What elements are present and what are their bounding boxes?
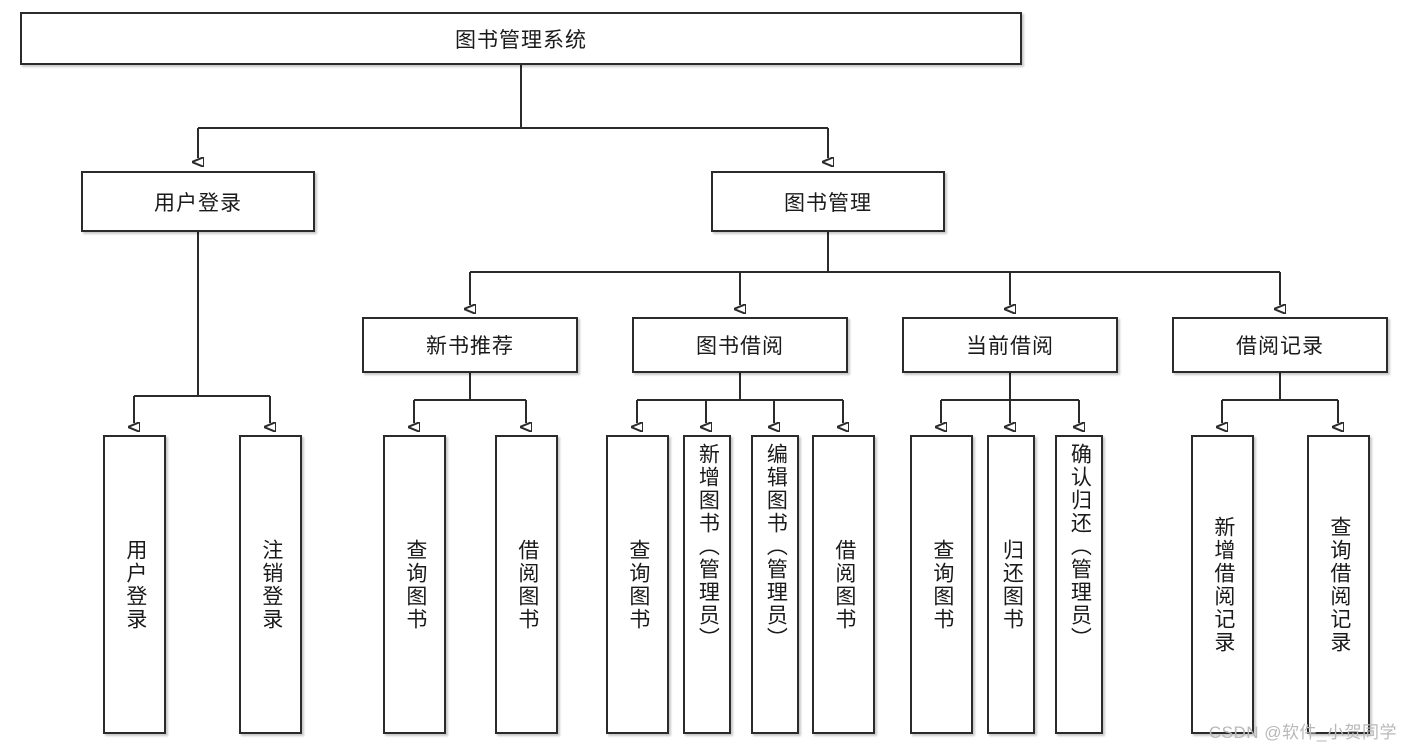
node-user-login[interactable]: 用户登录 [81,171,315,232]
node-label: 新增借阅记录 [1211,515,1235,654]
node-label: 图书管理 [784,191,872,215]
node-label: 归还图书 [1000,538,1024,631]
node-leaf-logout-login[interactable]: 注销登录 [239,435,302,734]
node-leaf-borrow-book-1[interactable]: 借阅图书 [495,435,558,734]
node-leaf-edit-book-admin[interactable]: 编辑图书（管理员） [751,435,799,734]
node-new-book-recommend[interactable]: 新书推荐 [362,317,578,373]
node-label: 编辑图书（管理员） [764,443,788,650]
node-label: 查询借阅记录 [1327,515,1351,654]
node-label: 用户登录 [154,191,242,215]
node-label: 用户登录 [123,538,147,631]
node-leaf-return-book[interactable]: 归还图书 [987,435,1035,734]
node-label: 查询图书 [403,538,427,631]
node-label: 借阅图书 [832,538,856,631]
node-book-management-system[interactable]: 图书管理系统 [20,12,1022,65]
node-label: 注销登录 [259,538,283,631]
node-label: 当前借阅 [966,335,1054,358]
node-label: 查询图书 [930,538,954,631]
node-leaf-query-book-2[interactable]: 查询图书 [606,435,669,734]
node-leaf-user-login[interactable]: 用户登录 [103,435,166,734]
node-label: 图书借阅 [696,335,784,358]
node-label: 借阅记录 [1236,335,1324,358]
node-leaf-query-book-1[interactable]: 查询图书 [383,435,446,734]
node-leaf-borrow-book-2[interactable]: 借阅图书 [812,435,875,734]
node-leaf-query-borrow-record[interactable]: 查询借阅记录 [1307,435,1370,734]
node-label: 确认归还（管理员） [1068,443,1092,650]
node-label: 新增图书（管理员） [696,443,720,650]
node-label: 借阅图书 [515,538,539,631]
node-borrow-record[interactable]: 借阅记录 [1172,317,1388,373]
node-label: 新书推荐 [426,335,514,358]
node-leaf-add-borrow-record[interactable]: 新增借阅记录 [1191,435,1254,734]
node-leaf-confirm-return-admin[interactable]: 确认归还（管理员） [1055,435,1103,734]
node-book-management[interactable]: 图书管理 [711,171,945,232]
csdn-watermark: CSDN @软件_小贺同学 [1208,723,1397,742]
node-label: 图书管理系统 [455,28,587,52]
node-leaf-add-book-admin[interactable]: 新增图书（管理员） [683,435,731,734]
node-label: 查询图书 [626,538,650,631]
node-leaf-query-book-3[interactable]: 查询图书 [910,435,973,734]
node-book-borrow[interactable]: 图书借阅 [632,317,848,373]
node-current-borrow[interactable]: 当前借阅 [902,317,1118,373]
